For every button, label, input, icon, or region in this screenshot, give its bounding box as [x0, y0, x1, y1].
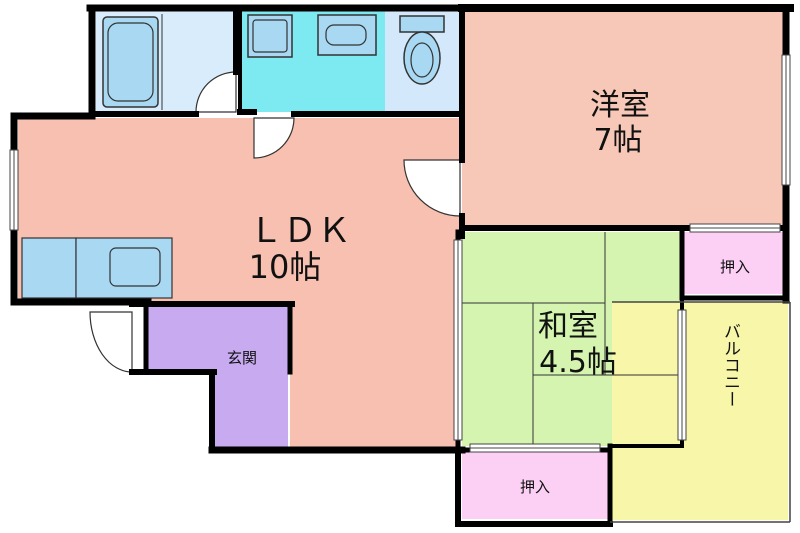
entrance-area: [148, 306, 288, 448]
kitchen-counter: [21, 237, 173, 299]
entrance-label: 玄関: [227, 349, 257, 367]
closet-lower-label: 押入: [520, 478, 550, 496]
ldk-size: 10帖: [249, 248, 322, 286]
walls: [10, 4, 794, 527]
japanese-room-name: 和室: [538, 309, 598, 344]
bathtub-icon: [102, 14, 163, 110]
balcony-railing: [610, 301, 791, 523]
stove-counter-icon: [21, 237, 77, 299]
door-swings: [89, 71, 461, 373]
toilet-icon: [399, 15, 445, 85]
ldk-name: ＬＤＫ: [249, 211, 351, 251]
western-room-area: [462, 10, 786, 228]
closet-upper-area: [683, 232, 786, 294]
japanese-room-size: 4.5帖: [539, 345, 617, 380]
balcony-area: [612, 302, 788, 520]
closet-lower-area: [462, 452, 610, 519]
washbasin-icon: [247, 14, 377, 58]
closet-upper-label: 押入: [720, 258, 750, 276]
western-room-size: 7帖: [593, 123, 642, 158]
ldk-area: [18, 118, 460, 448]
windows: [9, 54, 791, 453]
balcony-label: バルコニー: [720, 323, 740, 408]
western-room-name: 洋室: [590, 88, 650, 123]
tatami-lines: [462, 232, 680, 446]
